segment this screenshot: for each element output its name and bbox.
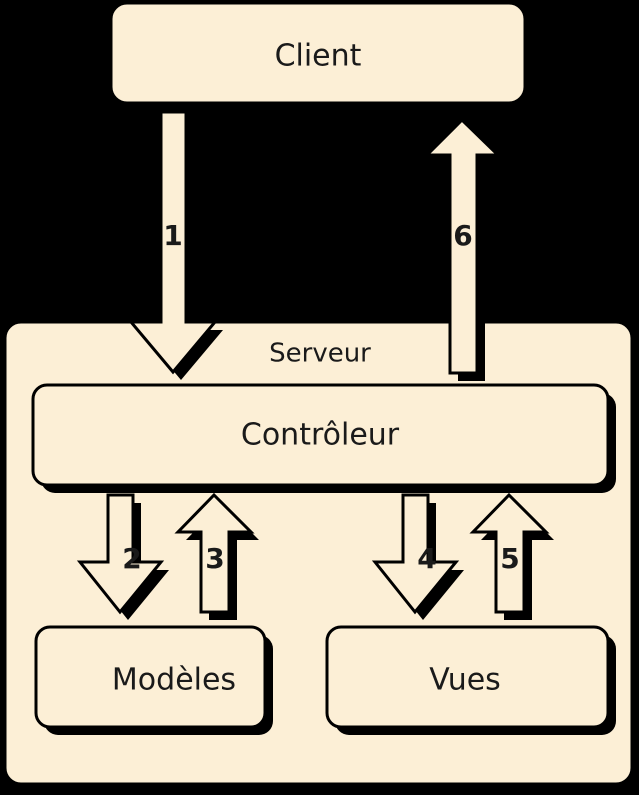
vues-label: Vues (429, 663, 501, 698)
arrow-1[interactable] (127, 110, 223, 380)
modeles-body (34, 625, 267, 729)
node-modeles[interactable] (34, 625, 273, 735)
serveur-label: Serveur (269, 339, 371, 369)
arrow-5-label: 5 (500, 542, 519, 575)
arrow-6-label: 6 (453, 219, 472, 252)
arrow-1-label: 1 (163, 219, 182, 252)
client-label: Client (275, 39, 362, 74)
arrow-2-label: 2 (122, 542, 141, 575)
arrow-2[interactable] (76, 493, 169, 620)
arrow-5-body (469, 492, 550, 614)
arrow-6-body (423, 117, 502, 375)
node-vues[interactable] (325, 625, 616, 735)
client-body (112, 4, 524, 102)
node-controleur[interactable] (31, 383, 616, 493)
controleur-body (31, 383, 610, 487)
controleur-label: Contrôleur (241, 418, 400, 453)
arrow-6[interactable] (423, 117, 506, 381)
node-client[interactable] (112, 4, 530, 108)
arrow-3-label: 3 (205, 542, 224, 575)
arrow-4-label: 4 (417, 542, 436, 575)
arrow-4[interactable] (371, 493, 464, 620)
arrow-1-body (127, 110, 219, 375)
vues-body (325, 625, 610, 729)
modeles-label: Modèles (112, 663, 236, 698)
arrow-3[interactable] (174, 492, 259, 620)
arrow-3-body (174, 492, 255, 614)
arrow-2-body (76, 493, 165, 615)
arrow-4-body (371, 493, 460, 615)
arrow-5[interactable] (469, 492, 554, 620)
